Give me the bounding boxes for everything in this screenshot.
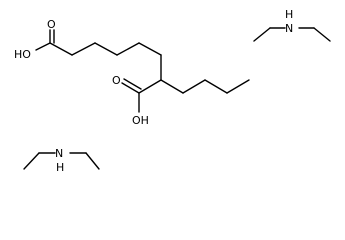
bond-b2-b3 [204,79,228,94]
atom-label-h-right: H [285,8,293,21]
bond-ethyl-left-a [23,152,40,170]
atom-label-o-top: O [47,18,56,31]
atom-label-n-left: N [55,147,63,160]
bond-b3-b4 [226,79,250,94]
atom-label-n-right: N [285,22,293,35]
chemical-structure-diagram: HO O O OH N H N H [14,8,331,174]
diethylamine-top-right: N H [253,8,331,42]
diethylamine-bottom-left: N H [23,147,100,174]
atom-label-oh-bottom: OH [132,114,149,127]
bond-c7-c8 [138,79,162,94]
atom-label-ho-top: HO [14,48,31,61]
bond-ethyl-left-a [253,27,271,42]
atom-label-o-bottom: O [112,74,121,87]
bond-ethyl-right-b [313,27,331,42]
bond-ho-c1 [35,42,51,51]
bond-c2-c3 [71,42,96,56]
bond-ethyl-right-b [85,152,100,170]
bond-c3-c4 [94,42,118,56]
bond-c8-o-double-a [121,82,140,94]
bond-c8-o-double-b [123,78,142,90]
diacid-molecule: HO O O OH [14,18,250,127]
bond-c7-b1 [160,79,184,94]
bond-c4-c5 [116,42,140,56]
bond-c5-c6 [138,42,162,56]
atom-label-h-left: H [56,161,64,174]
bond-c1-c2 [49,42,73,56]
bond-b1-b2 [182,79,206,94]
